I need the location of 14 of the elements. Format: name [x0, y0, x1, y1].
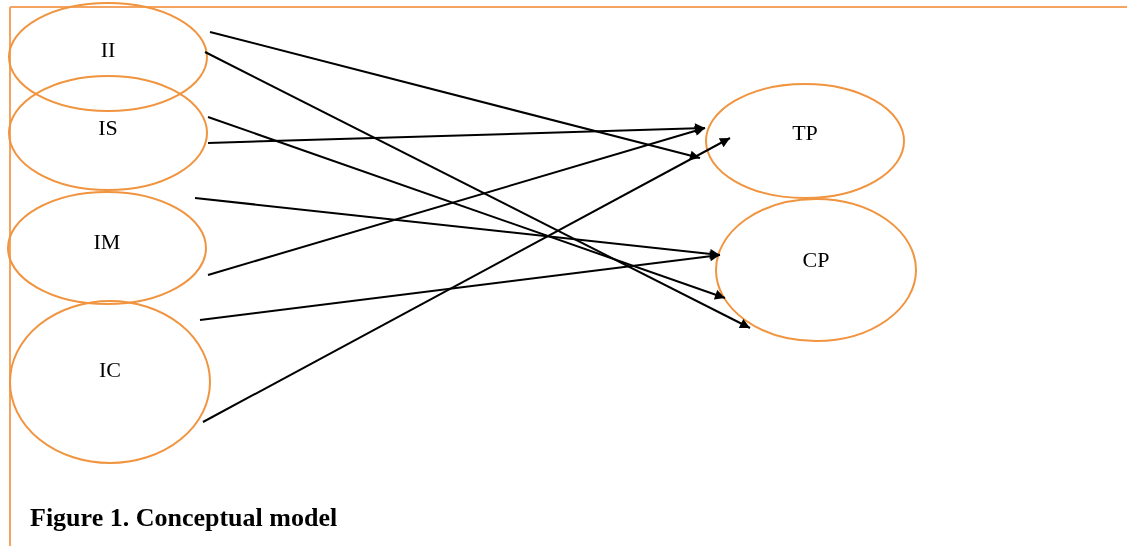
- arrow: [202, 137, 731, 423]
- node-label: IS: [98, 115, 118, 140]
- node-label: CP: [802, 247, 830, 272]
- arrow: [199, 251, 721, 321]
- figure-caption: Figure 1. Conceptual model: [30, 503, 338, 533]
- arrow: [204, 51, 751, 329]
- node-label: TP: [792, 120, 818, 145]
- node-label: II: [100, 37, 116, 62]
- node-label: IM: [93, 229, 121, 254]
- arrow: [207, 123, 706, 144]
- arrow: [207, 116, 726, 300]
- arrow: [207, 126, 706, 276]
- node-label: IC: [99, 357, 121, 382]
- arrow: [209, 31, 701, 161]
